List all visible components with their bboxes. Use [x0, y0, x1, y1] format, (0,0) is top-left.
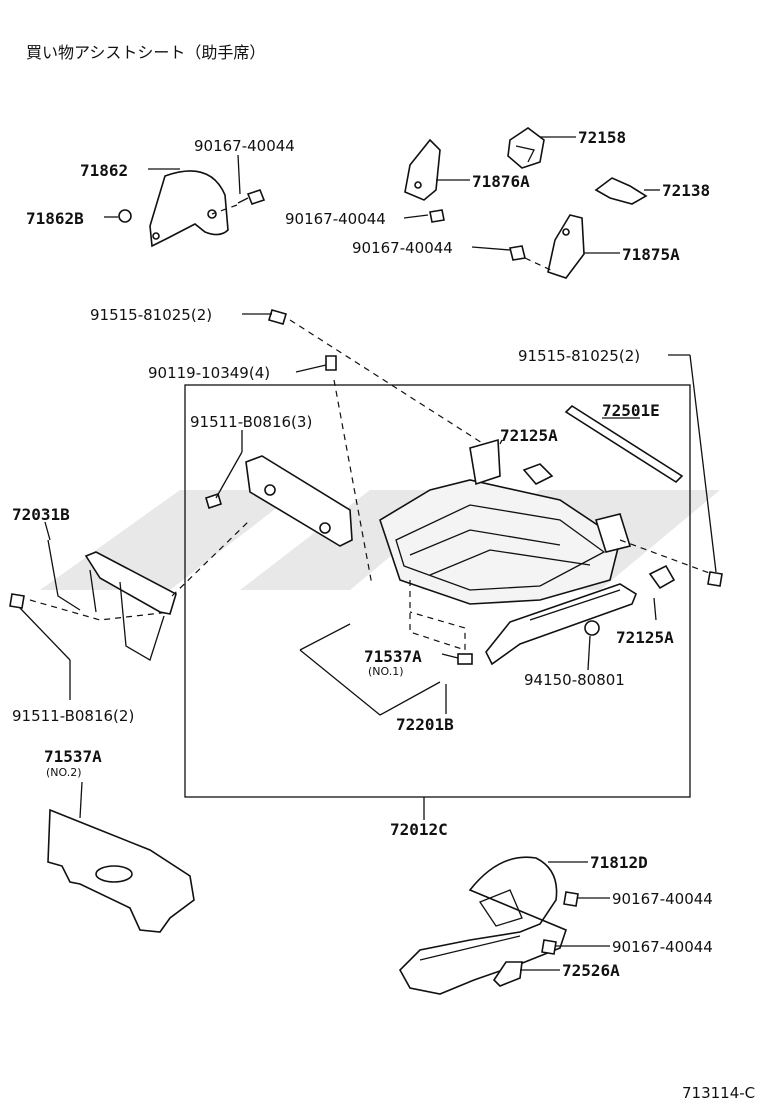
label-72138: 72138: [662, 181, 710, 200]
leader-lines: [19, 136, 717, 971]
part-71876A-bracket[interactable]: [404, 138, 441, 201]
label-72501E: 72501E: [602, 401, 660, 420]
label-72125A-b: 72125A: [616, 628, 674, 647]
label-71812D: 71812D: [590, 853, 648, 872]
label-90167-b: 90167-40044: [285, 210, 386, 228]
label-no2: (NO.2): [46, 766, 82, 779]
label-72012C: 72012C: [390, 820, 448, 839]
label-91511-b: 91511-B0816(2): [12, 707, 134, 725]
part-71537A-no1[interactable]: [457, 653, 473, 665]
label-91515-b: 91515-81025(2): [518, 347, 640, 365]
part-71812D-cover[interactable]: [399, 856, 567, 995]
label-71862: 71862: [80, 161, 128, 180]
label-94150: 94150-80801: [524, 671, 625, 689]
bolt-90167-e[interactable]: [541, 939, 557, 955]
label-71537A-a: 71537A: [364, 647, 422, 666]
label-90167-d: 90167-40044: [612, 890, 713, 908]
callout-labels: 71862 90167-40044 71862B 71876A 90167-40…: [12, 128, 713, 980]
part-left-rail[interactable]: [245, 455, 353, 547]
part-right-rail[interactable]: [485, 583, 637, 666]
part-72201B-wire[interactable]: [299, 623, 441, 716]
part-seat-frame[interactable]: [379, 438, 632, 605]
assembly-frame: [184, 384, 691, 798]
part-72125A-b[interactable]: [648, 564, 676, 590]
part-71862-cover[interactable]: [149, 170, 229, 248]
label-90119: 90119-10349(4): [148, 364, 270, 382]
part-71875A-bracket[interactable]: [547, 214, 585, 279]
leader-dash: [289, 319, 491, 449]
label-90167-a: 90167-40044: [194, 137, 295, 155]
label-71876A: 71876A: [472, 172, 530, 191]
nut-94150[interactable]: [584, 620, 600, 636]
bolt-90119[interactable]: [325, 355, 337, 371]
label-71537A-b: 71537A: [44, 747, 102, 766]
label-90167-e: 90167-40044: [612, 938, 713, 956]
leader-dash: [409, 580, 466, 651]
leader-dash: [524, 257, 556, 273]
label-71875A: 71875A: [622, 245, 680, 264]
label-91515-a: 91515-81025(2): [90, 306, 212, 324]
label-90167-c: 90167-40044: [352, 239, 453, 257]
bolt-91515-a[interactable]: [268, 309, 287, 325]
label-72201B: 72201B: [396, 715, 454, 734]
leader-dash: [211, 204, 238, 215]
leader-dash: [333, 379, 373, 586]
diagram-code: 713114-C: [682, 1084, 755, 1102]
part-71862B-clip[interactable]: [118, 209, 132, 223]
part-72158[interactable]: [507, 127, 545, 169]
part-72125A-a[interactable]: [522, 463, 554, 485]
bolt-91511-a[interactable]: [205, 492, 222, 510]
bolt-90167-d[interactable]: [563, 891, 579, 907]
bolt-91511-b[interactable]: [9, 593, 25, 609]
label-72125A-a: 72125A: [500, 426, 558, 445]
part-72031B-frame[interactable]: [47, 539, 177, 661]
diagram-title: 買い物アシストシート（助手席）: [26, 43, 265, 62]
label-72031B: 72031B: [12, 505, 70, 524]
bolt-90167-c[interactable]: [509, 245, 526, 261]
label-71862B: 71862B: [26, 209, 84, 228]
bolt-90167-b[interactable]: [429, 209, 445, 223]
leader-dash: [29, 519, 251, 621]
label-no1: (NO.1): [368, 665, 404, 678]
part-72501E-rod[interactable]: [564, 404, 684, 484]
label-72158: 72158: [578, 128, 626, 147]
part-71537A-no2[interactable]: [47, 808, 195, 933]
bolt-90167-a[interactable]: [237, 189, 266, 205]
label-72526A: 72526A: [562, 961, 620, 980]
bolt-91515-b[interactable]: [707, 571, 723, 587]
part-72138[interactable]: [594, 177, 648, 205]
leader-dash: [619, 539, 713, 575]
label-91511-a: 91511-B0816(3): [190, 413, 312, 431]
